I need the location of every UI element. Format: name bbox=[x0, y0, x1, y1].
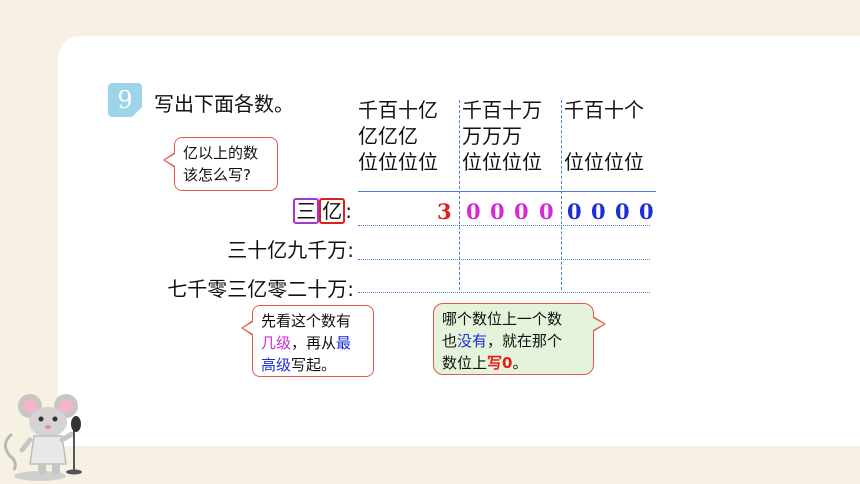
hint-line: 哪个数位上一个数 bbox=[442, 310, 563, 328]
hint-bubble-read-levels: 先看这个数有几级，再从最高级写起。 bbox=[241, 305, 374, 377]
header-wan-group: 千百十万 万万万 位位位位 bbox=[462, 98, 542, 176]
hint-text: 写起。 bbox=[291, 356, 337, 374]
hint-text: 。 bbox=[512, 354, 528, 372]
problem-number-badge: 9 bbox=[108, 83, 142, 117]
header-row: 位位位位 bbox=[564, 150, 644, 174]
hint-text-highlight: 写0 bbox=[487, 354, 513, 372]
header-row: 万万万 bbox=[462, 124, 522, 148]
hint-line: 亿以上的数 bbox=[183, 144, 259, 162]
mouse-with-microphone-icon bbox=[4, 394, 82, 481]
header-row: 亿亿亿 bbox=[358, 124, 418, 148]
header-ge-group: 千百十个 位位位位 bbox=[564, 98, 644, 176]
digit-cell: 0 bbox=[514, 199, 529, 224]
digit-cell: 0 bbox=[639, 199, 654, 224]
header-row bbox=[564, 124, 644, 150]
row-line bbox=[358, 225, 650, 226]
unit-box: 三 bbox=[293, 198, 320, 224]
row-line bbox=[358, 292, 650, 293]
hint-bubble-write-zero: 哪个数位上一个数 也没有，就在那个 数位上写0。 bbox=[433, 303, 606, 375]
digit-cell: 3 bbox=[437, 199, 452, 224]
row-label-2: 三十亿九千万: bbox=[227, 238, 354, 262]
header-underline bbox=[358, 191, 656, 192]
digit-cell: 0 bbox=[466, 199, 481, 224]
hint-text: 先看这个数有 bbox=[261, 312, 352, 330]
row-line bbox=[358, 259, 650, 260]
header-row: 千百十万 bbox=[462, 98, 542, 122]
header-row: 位位位位 bbox=[358, 150, 438, 174]
label-colon: : bbox=[345, 199, 352, 223]
hint-text: 数位上 bbox=[442, 354, 488, 372]
row-label-san-yi: 三亿: bbox=[293, 198, 352, 224]
row-label-3: 七千零三亿零二十万: bbox=[167, 277, 354, 301]
hint-line: 该怎么写? bbox=[183, 166, 251, 184]
group-divider bbox=[561, 100, 562, 290]
level-box: 亿 bbox=[319, 198, 346, 224]
digit-cell: 0 bbox=[615, 199, 630, 224]
hint-text-highlight: 高级 bbox=[261, 356, 292, 374]
digit-cell: 0 bbox=[591, 199, 606, 224]
header-yi-group: 千百十亿 亿亿亿 位位位位 bbox=[358, 98, 438, 176]
group-divider bbox=[459, 100, 460, 290]
hint-text: ，再从 bbox=[291, 334, 337, 352]
problem-title: 写出下面各数。 bbox=[154, 92, 294, 116]
hint-text: ，就在那个 bbox=[487, 332, 563, 350]
digit-cell: 0 bbox=[539, 199, 554, 224]
header-row: 千百十个 bbox=[564, 98, 644, 122]
header-row: 位位位位 bbox=[462, 150, 542, 174]
hint-bubble-how-to-write: 亿以上的数 该怎么写? bbox=[163, 137, 278, 191]
digit-cell: 0 bbox=[490, 199, 505, 224]
hint-text: 也 bbox=[442, 332, 458, 350]
header-row: 千百十亿 bbox=[358, 98, 438, 122]
hint-text-highlight: 几级 bbox=[261, 334, 292, 352]
hint-text-highlight: 最 bbox=[336, 334, 352, 352]
digit-cell: 0 bbox=[567, 199, 582, 224]
hint-text-highlight: 没有 bbox=[457, 332, 488, 350]
